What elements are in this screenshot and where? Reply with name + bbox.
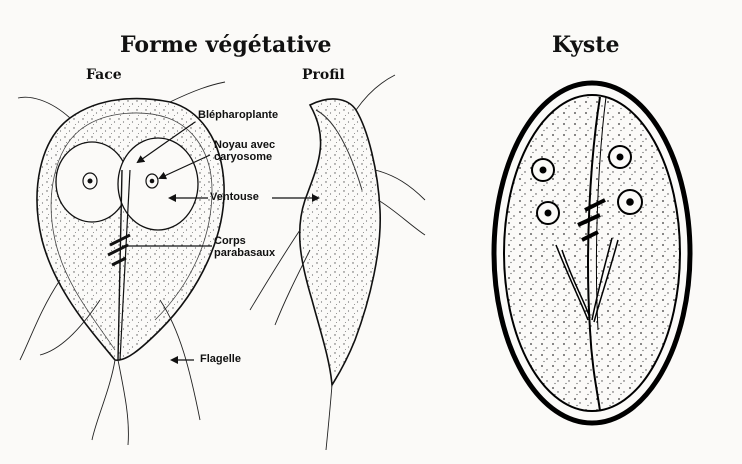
face-body-outline — [37, 99, 224, 361]
blepharoplast-label: Blépharoplante — [198, 110, 278, 121]
cyst-title: Kyste — [552, 34, 619, 56]
parabasal-label: Corps parabasaux — [214, 235, 275, 259]
nucleus-label-line1: Noyau avec — [214, 139, 275, 151]
right-karyosome — [150, 179, 155, 184]
face-view-label: Face — [86, 68, 122, 82]
profile-body-outline — [300, 99, 381, 385]
trophozoite-profile-view — [250, 75, 425, 450]
cyst — [494, 83, 690, 423]
parabasal-label-line1: Corps — [214, 235, 275, 247]
profile-view-label: Profil — [302, 68, 345, 82]
vegetative-form-title: Forme végétative — [120, 34, 332, 56]
trophozoite-face-view — [18, 82, 225, 445]
parabasal-label-line2: parabasaux — [214, 247, 275, 259]
nucleus-label: Noyau avec caryosome — [214, 139, 275, 163]
flagellum-label: Flagelle — [200, 354, 241, 365]
sucker-label: Ventouse — [210, 192, 259, 203]
nucleus-label-line2: caryosome — [214, 151, 275, 163]
left-karyosome — [88, 179, 93, 184]
